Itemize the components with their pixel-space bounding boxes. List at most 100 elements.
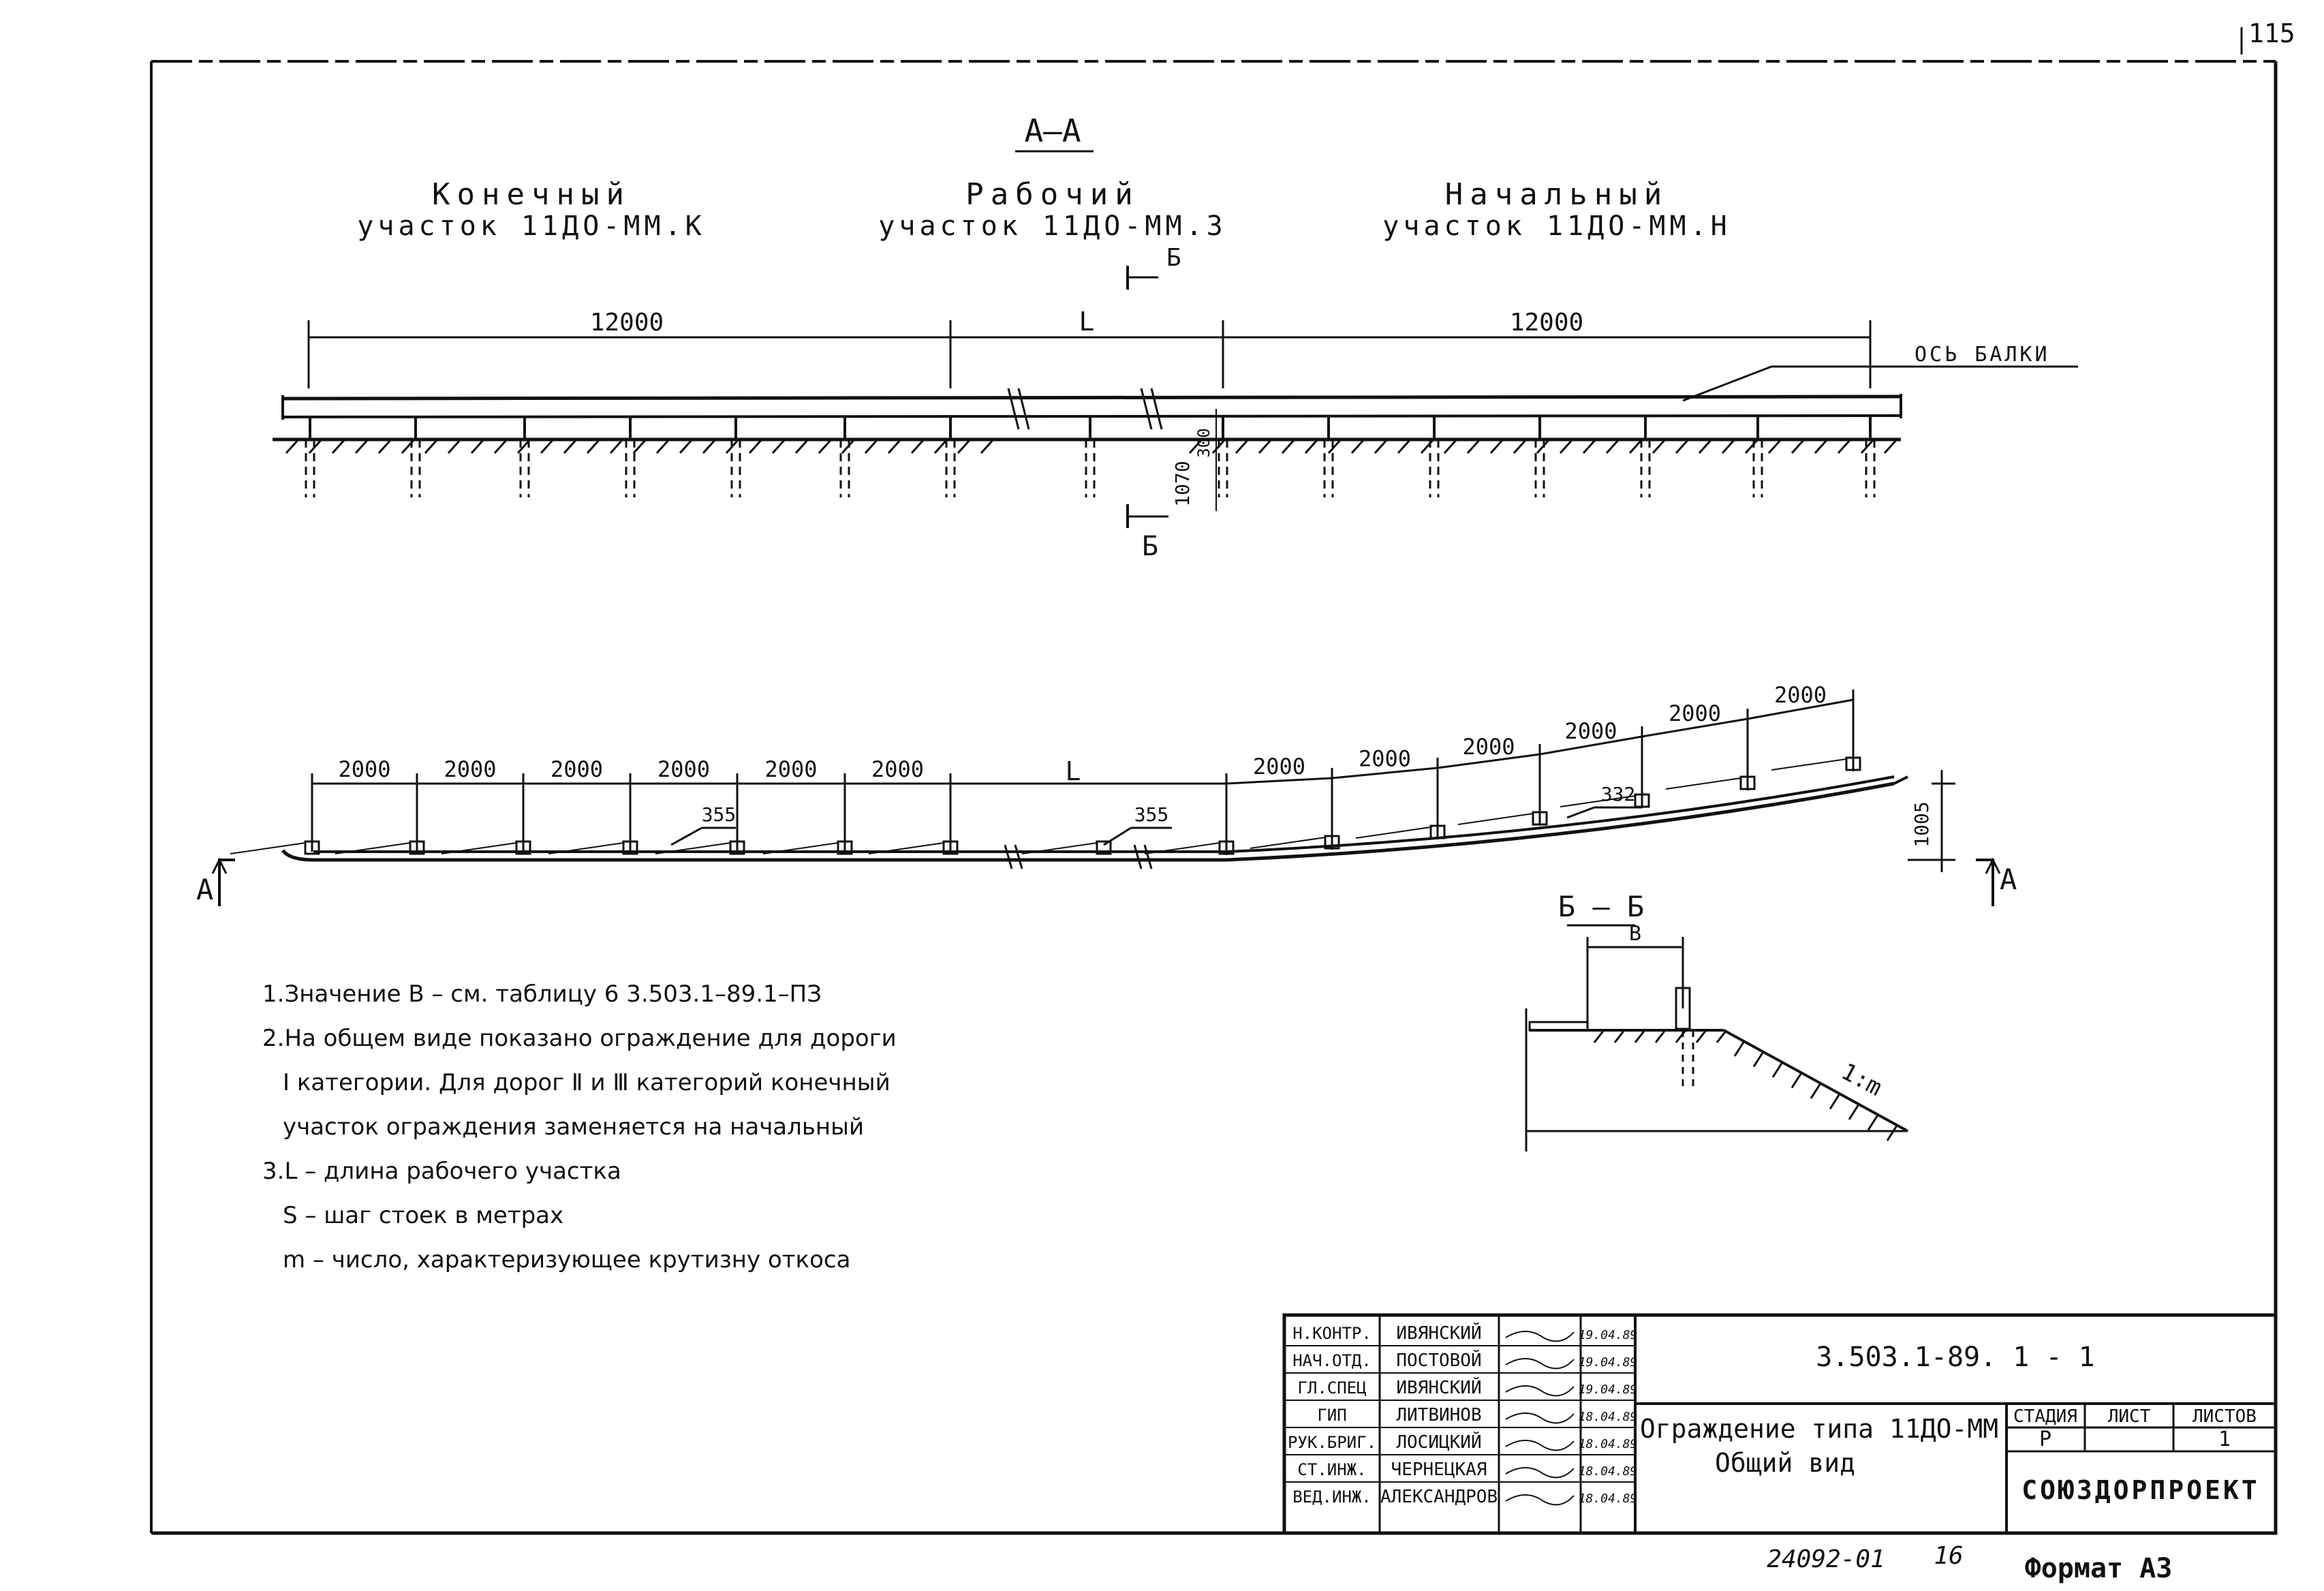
signature-icon [1505, 1412, 1575, 1424]
plan-span-left-3: 2000 [551, 756, 603, 782]
note-2-cont-2: участок ограждения заменяется на начальн… [283, 1113, 864, 1141]
staff-date: 18.04.89 [1579, 1464, 1638, 1479]
plan-post-15 [1845, 756, 1861, 771]
zone-start-code: участок 11ДО-ММ.Н [1382, 211, 1731, 242]
staff-name: ИВЯНСКИЙ [1396, 1376, 1481, 1398]
post-1 [305, 417, 315, 497]
plan-post-7 [942, 840, 959, 855]
plan-span-right-2: 2000 [1359, 746, 1411, 772]
zone-end-name: Конечный [432, 177, 631, 212]
staff-role: Н.КОНТР. [1292, 1324, 1372, 1343]
zone-work-code: участок 11ДО-ММ.З [878, 211, 1226, 242]
signature-icon [1505, 1440, 1575, 1451]
offset-355-mid: 355 [1134, 803, 1169, 826]
staff-role: НАЧ.ОТД. [1292, 1351, 1372, 1370]
plan-span-left-4: 2000 [657, 756, 710, 782]
section-bb: Б – Б В 1:m [1525, 890, 1908, 1152]
plan-dim-l: L [1066, 756, 1081, 786]
signature-icon [1505, 1467, 1575, 1479]
post-15 [1865, 417, 1876, 497]
page-no: 16 [1934, 1542, 1963, 1570]
staff-role: РУК.БРИГ. [1288, 1433, 1376, 1452]
tb-title-2: Общий вид [1715, 1448, 1855, 1478]
plan-post-9 [1218, 840, 1235, 855]
post-8 [1085, 417, 1096, 497]
plan-post-5 [729, 840, 745, 855]
post-2 [410, 417, 421, 497]
offset-332: 332 [1601, 783, 1636, 805]
dim-300: 300 [1194, 428, 1213, 457]
cut-mark-top: Б [1166, 244, 1181, 272]
dim-1070: 1070 [1171, 461, 1194, 506]
post-6 [839, 417, 850, 497]
plan-span-right-1: 2000 [1253, 754, 1305, 779]
plan-span-left-1: 2000 [338, 756, 390, 782]
plan-post-2 [409, 840, 425, 855]
post-5 [730, 417, 741, 497]
plan-post-4 [622, 840, 638, 855]
staff-name: АЛЕКСАНДРОВ [1380, 1487, 1498, 1507]
plan-span-right-3: 2000 [1462, 734, 1515, 760]
post-7 [945, 417, 956, 497]
section-aa-title: А–А [1024, 112, 1081, 149]
tb-stage-hdr: СТАДИЯ [2013, 1406, 2077, 1427]
tb-code: 3.503.1-89. 1 - 1 [1816, 1342, 2094, 1373]
staff-name: ПОСТОВОЙ [1396, 1349, 1481, 1371]
notes: 1.Значение В – см. таблицу 6 3.503.1–89.… [262, 980, 897, 1273]
staff-date: 19.04.89 [1579, 1328, 1638, 1342]
tb-sheets-hdr: ЛИСТОВ [2193, 1406, 2257, 1427]
staff-name: ЛИТВИНОВ [1396, 1405, 1481, 1425]
section-aa: А–А Конечный участок 11ДО-ММ.К Рабочий у… [273, 112, 2078, 562]
cut-mark-bottom: Б [1142, 531, 1158, 562]
plan-post-3 [515, 840, 531, 855]
note-2: 2.На общем виде показано ограждение для … [262, 1025, 897, 1052]
post-3 [519, 417, 530, 497]
staff-name: ИВЯНСКИЙ [1396, 1322, 1481, 1344]
staff-role: СТ.ИНЖ. [1297, 1460, 1366, 1479]
staff-row-1: Н.КОНТР. ИВЯНСКИЙ 19.04.89 [1292, 1322, 1637, 1344]
staff-row-6: СТ.ИНЖ. ЧЕРНЕЦКАЯ 18.04.89 [1297, 1459, 1637, 1480]
signature-icon [1505, 1358, 1575, 1370]
post-10 [1323, 417, 1334, 497]
bb-width: В [1629, 922, 1641, 946]
post-12 [1534, 417, 1545, 497]
post-13 [1640, 417, 1651, 497]
format-label: Формат А3 [2025, 1553, 2173, 1584]
plan-span-right-6: 2000 [1774, 682, 1827, 708]
plan-post-8 [1096, 840, 1112, 855]
dim-12000-left: 12000 [590, 309, 664, 337]
dim-12000-right: 12000 [1510, 309, 1583, 337]
tb-title-1: Ограждение типа 11ДО-ММ [1640, 1414, 1998, 1444]
staff-date: 18.04.89 [1579, 1437, 1638, 1451]
staff-role: ВЕД.ИНЖ. [1292, 1487, 1372, 1507]
signature-icon [1505, 1385, 1575, 1397]
plan-span-right-4: 2000 [1564, 718, 1617, 744]
plan-post-6 [837, 840, 853, 855]
note-1: 1.Значение В – см. таблицу 6 3.503.1–89.… [262, 980, 822, 1008]
corner-mark: 115 [2248, 18, 2295, 48]
staff-role: ГЛ.СПЕЦ [1297, 1378, 1366, 1397]
plan-post-1 [304, 840, 320, 855]
inventory-no: 24092-01 [1767, 1545, 1885, 1573]
staff-date: 19.04.89 [1579, 1383, 1638, 1397]
zone-start-name: Начальный [1445, 177, 1669, 212]
post-9 [1218, 417, 1228, 497]
plan-post-11 [1429, 824, 1446, 839]
staff-role: ГИП [1317, 1406, 1346, 1425]
note-3-m: m – число, характеризующее крутизну отко… [283, 1246, 850, 1273]
staff-row-4: ГИП ЛИТВИНОВ 18.04.89 [1317, 1405, 1637, 1425]
tb-org: СОЮЗДОРПРОЕКТ [2021, 1475, 2259, 1505]
staff-name: ЧЕРНЕЦКАЯ [1391, 1459, 1487, 1480]
offset-355-left: 355 [702, 803, 737, 826]
staff-date: 18.04.89 [1579, 1410, 1638, 1424]
post-14 [1752, 417, 1763, 497]
section-bb-title: Б – Б [1558, 890, 1644, 923]
note-3: 3.L – длина рабочего участка [262, 1158, 621, 1185]
staff-row-3: ГЛ.СПЕЦ ИВЯНСКИЙ 19.04.89 [1297, 1376, 1637, 1398]
tb-sheet-hdr: ЛИСТ [2108, 1406, 2151, 1427]
